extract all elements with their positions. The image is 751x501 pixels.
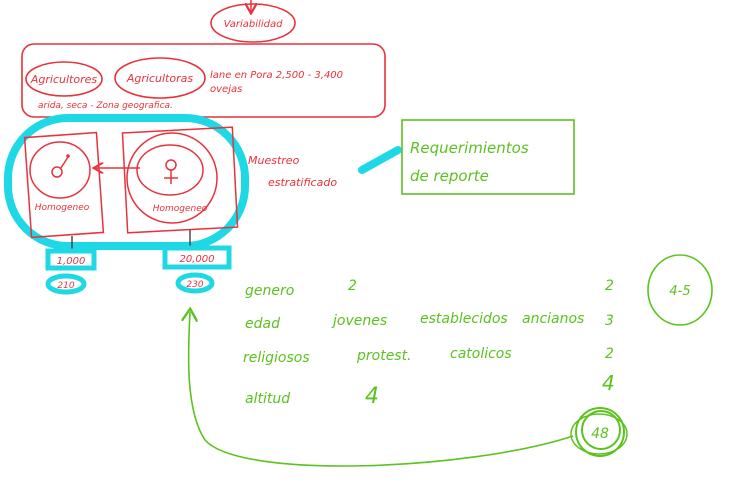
left-stratum-circle xyxy=(29,141,91,199)
note-line3: arida, seca - Zona geografica. xyxy=(38,101,173,111)
connector-line xyxy=(358,146,402,174)
left-population-box xyxy=(45,248,97,271)
row-count: 3 xyxy=(605,313,614,329)
requirements-line1: Requerimientos xyxy=(410,139,529,157)
row-value: 2 xyxy=(348,278,357,294)
group2-label: Agricultoras xyxy=(126,72,193,85)
factor-table: genero 2 2 edad jovenes establecidos anc… xyxy=(243,278,615,409)
row-value: catolicos xyxy=(450,346,512,362)
left-stratum-label: Homogeneo xyxy=(35,203,90,213)
left-population: 1,000 xyxy=(57,256,86,267)
right-stratum-label: Homogeneo xyxy=(153,204,208,214)
row-value: 4 xyxy=(365,384,379,409)
group2-ellipse xyxy=(114,57,206,99)
row-label: altitud xyxy=(245,391,290,407)
female-icon xyxy=(164,159,178,184)
left-sample: 210 xyxy=(57,281,74,291)
note-line2: ovejas xyxy=(210,84,242,95)
requirements-line2: de reporte xyxy=(410,167,489,185)
row-value: jovenes xyxy=(331,313,387,329)
right-stratum-circle xyxy=(136,144,204,196)
row-value: protest. xyxy=(356,348,412,364)
group1-ellipse xyxy=(25,61,103,97)
total-circle xyxy=(570,407,628,457)
note-line1: lane en Pora 2,500 - 3,400 xyxy=(210,70,343,81)
right-population-box xyxy=(162,245,232,270)
group1-label: Agricultores xyxy=(30,73,97,86)
row-count: 2 xyxy=(605,346,614,362)
method-line2: estratificado xyxy=(268,176,337,189)
strata-group-outline xyxy=(4,114,249,250)
method-line1: Muestreo xyxy=(248,154,300,167)
row-label: genero xyxy=(245,283,294,299)
right-sample: 230 xyxy=(186,280,203,290)
requirements-box xyxy=(401,119,575,195)
row-value: establecidos xyxy=(420,311,508,327)
row-value: ancianos xyxy=(522,311,584,327)
range-ellipse xyxy=(647,254,713,326)
row-label: edad xyxy=(245,316,280,332)
variability-ellipse xyxy=(210,3,296,43)
male-icon xyxy=(51,154,70,178)
total-label: 48 xyxy=(591,426,609,442)
left-stratum-box xyxy=(23,131,105,239)
row-label: religiosos xyxy=(243,350,310,366)
left-sample-ellipse xyxy=(45,273,87,295)
row-count: 2 xyxy=(605,278,614,294)
right-sample-ellipse xyxy=(175,272,215,294)
variability-label: Variabilidad xyxy=(224,19,284,30)
row-count: 4 xyxy=(602,371,615,395)
right-stratum-outer-circle xyxy=(126,132,218,224)
right-population: 20,000 xyxy=(180,254,215,265)
feedback-arrow xyxy=(189,312,574,467)
right-stratum-box xyxy=(121,126,239,234)
range-label: 4-5 xyxy=(669,284,690,299)
